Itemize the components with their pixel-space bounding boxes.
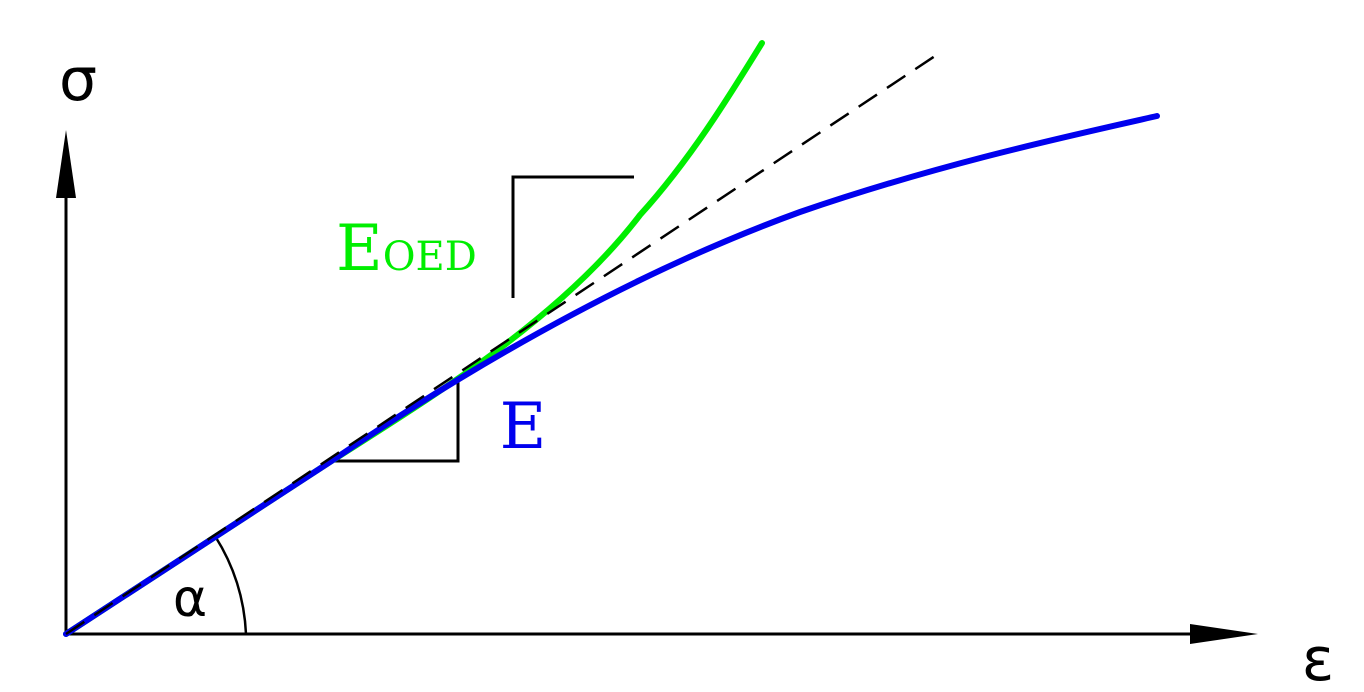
oedometric-label-subscript: OED [383,234,477,280]
y-axis-arrow-icon [56,130,76,198]
x-axis-label: ε [1302,625,1334,692]
young-modulus-label: E [500,390,547,464]
oedometric-slope-triangle [511,175,634,298]
oedometric-curve [63,40,765,637]
angle-arc [213,535,248,635]
x-axis-arrow-icon [1190,624,1258,644]
oedometric-label-main: E [336,212,383,286]
young-modulus-curve [63,113,1160,637]
initial-slope-triangle [328,380,460,463]
angle-label: α [173,569,207,629]
oedometric-curve-label: EOED [336,212,477,286]
y-axis-label: σ [59,45,97,115]
initial-tangent-line [65,54,936,636]
